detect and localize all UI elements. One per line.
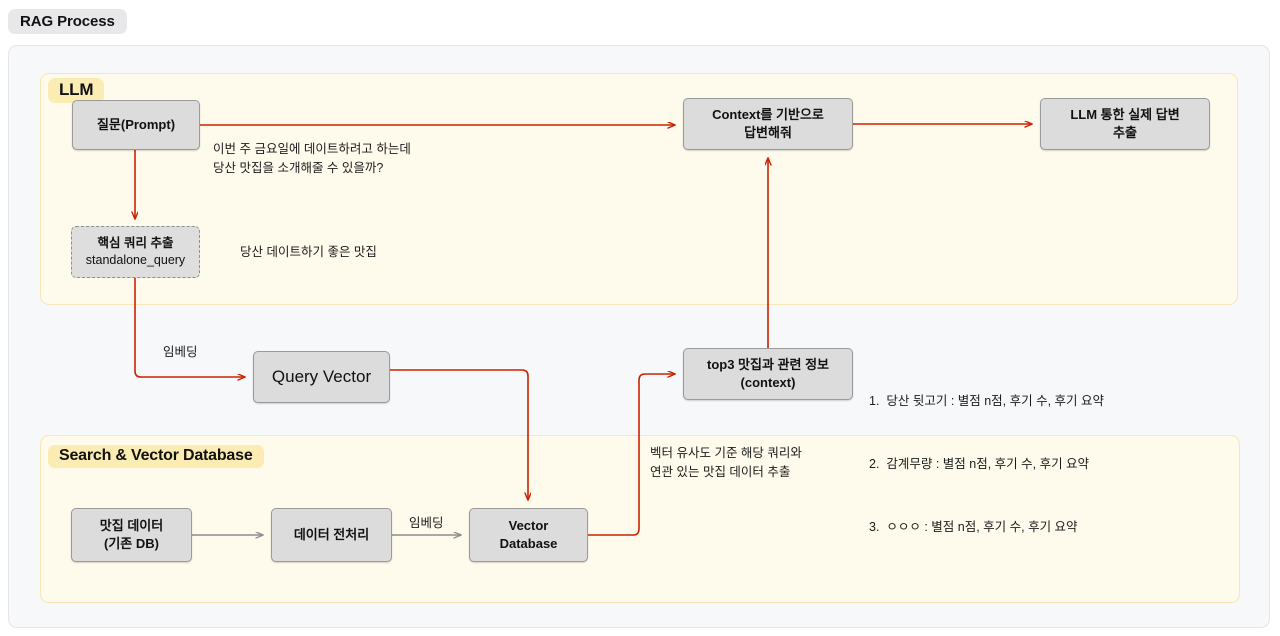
- node-standalone-line2: standalone_query: [85, 253, 186, 267]
- annotation-embedding-data: 임베딩: [409, 516, 444, 530]
- annotation-vector-similarity: 벡터 유사도 기준 해당 쿼리와 연관 있는 맛집 데이터 추출: [650, 446, 802, 480]
- group-llm: [40, 73, 1238, 305]
- node-context-prompt[interactable]: Context를 기반으로 답변해줘: [683, 98, 853, 150]
- node-query-vector[interactable]: Query Vector: [253, 351, 390, 403]
- annotation-embedding-query: 임베딩: [163, 345, 198, 359]
- node-prompt[interactable]: 질문(Prompt): [72, 100, 200, 150]
- node-top3-line1: top3 맛집과 관련 정보: [707, 357, 829, 373]
- node-top3-context[interactable]: top3 맛집과 관련 정보 (context): [683, 348, 853, 400]
- node-query-vector-line1: Query Vector: [271, 366, 372, 386]
- node-llm-answer[interactable]: LLM 통한 실제 답변 추출: [1040, 98, 1210, 150]
- node-vector-database[interactable]: Vector Database: [469, 508, 588, 562]
- node-vectordb-line1: Vector: [508, 518, 549, 534]
- node-preprocess-line1: 데이터 전처리: [293, 527, 370, 543]
- node-context-line1: Context를 기반으로: [712, 107, 824, 123]
- group-search-badge: Search & Vector Database: [48, 445, 264, 468]
- annotation-standalone-query-result: 당산 데이트하기 좋은 맛집: [240, 245, 377, 259]
- node-standalone-query[interactable]: 핵심 쿼리 추출 standalone_query: [71, 226, 200, 278]
- annotation-question-text: 이번 주 금요일에 데이트하려고 하는데 당산 맛집을 소개해줄 수 있을까?: [213, 142, 411, 176]
- page-title-chip: RAG Process: [8, 9, 127, 34]
- node-standalone-line1: 핵심 쿼리 추출: [97, 236, 174, 251]
- node-data-preprocess[interactable]: 데이터 전처리: [271, 508, 392, 562]
- node-restaurant-line1: 맛집 데이터: [99, 518, 164, 534]
- context-list-item: 3. ㅇㅇㅇ : 별점 n점, 후기 수, 후기 요약: [869, 520, 1078, 534]
- node-vectordb-line2: Database: [499, 536, 558, 551]
- node-top3-line2: (context): [740, 375, 796, 390]
- page-title: RAG Process: [20, 13, 115, 30]
- node-answer-line1: LLM 통한 실제 답변: [1070, 107, 1180, 123]
- node-context-line2: 답변해줘: [744, 125, 792, 140]
- node-restaurant-data[interactable]: 맛집 데이터 (기존 DB): [71, 508, 192, 562]
- node-restaurant-line2: (기존 DB): [104, 536, 159, 551]
- context-list-item: 1. 당산 뒷고기 : 별점 n점, 후기 수, 후기 요약: [869, 394, 1105, 408]
- node-answer-line2: 추출: [1113, 125, 1137, 140]
- context-list-item: 2. 감계무량 : 별점 n점, 후기 수, 후기 요약: [869, 457, 1090, 471]
- annotation-context-list: 1. 당산 뒷고기 : 별점 n점, 후기 수, 후기 요약 2. 감계무량 :…: [869, 349, 1104, 559]
- node-prompt-line1: 질문(Prompt): [96, 117, 176, 133]
- group-llm-badge: LLM: [48, 78, 105, 103]
